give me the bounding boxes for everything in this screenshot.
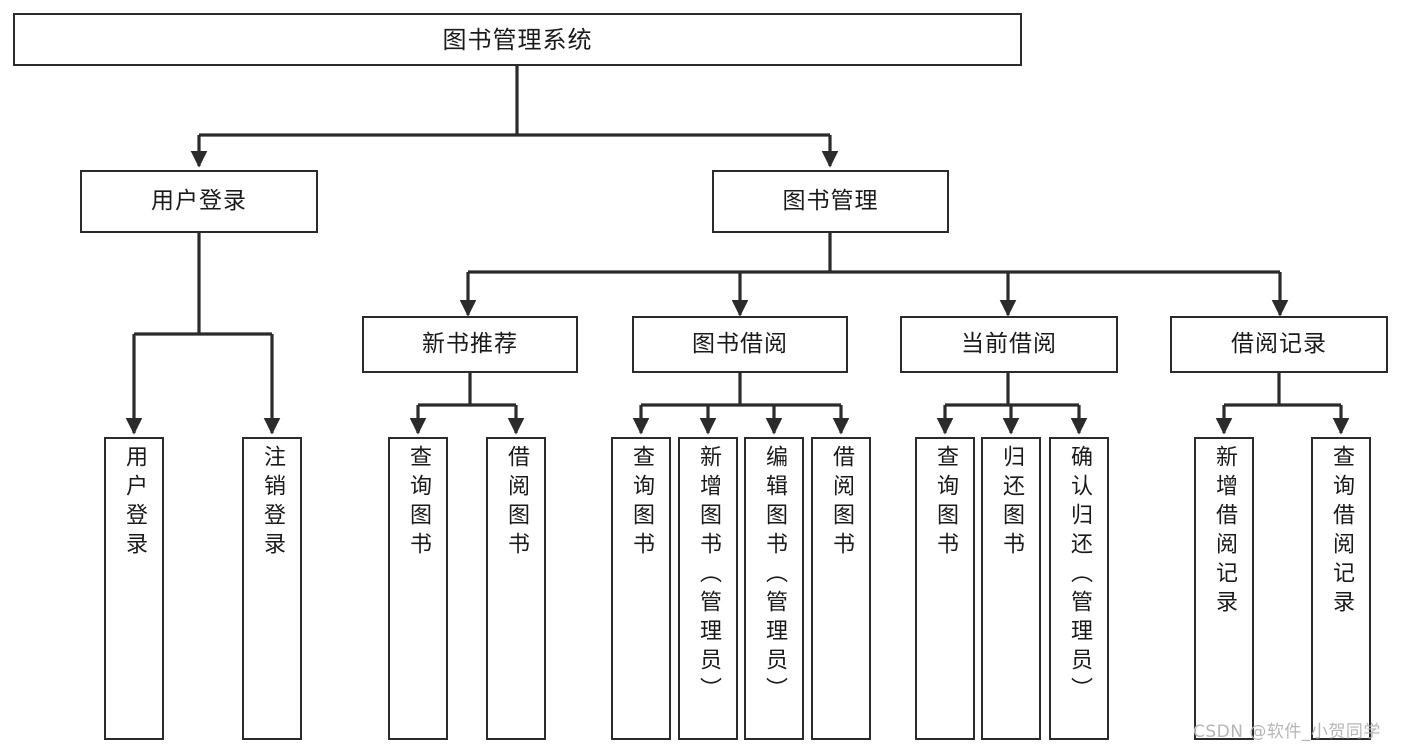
node-borrow-records[interactable]: 借阅记录	[1170, 316, 1388, 373]
node-label: 当前借阅	[961, 331, 1057, 357]
leaf-borrow-book[interactable]: 借阅图书	[811, 437, 871, 740]
node-label: 查询借阅记录	[1329, 445, 1354, 619]
leaf-query-borrow-record[interactable]: 查询借阅记录	[1311, 437, 1371, 740]
node-label: 编辑图书（管理员）	[762, 445, 787, 706]
node-label: 借阅图书	[829, 445, 854, 561]
node-label: 图书管理系统	[442, 25, 593, 54]
node-book-management[interactable]: 图书管理	[712, 170, 949, 233]
node-label: 借阅图书	[504, 445, 529, 561]
leaf-query-book-borrow[interactable]: 查询图书	[611, 437, 671, 740]
node-label: 注销登录	[260, 445, 285, 561]
leaf-logout[interactable]: 注销登录	[242, 437, 302, 740]
leaf-query-book-current[interactable]: 查询图书	[915, 437, 975, 740]
node-label: 新增图书（管理员）	[696, 445, 721, 706]
leaf-query-book-recommend[interactable]: 查询图书	[388, 437, 448, 740]
node-user-login[interactable]: 用户登录	[80, 170, 318, 233]
node-root-system[interactable]: 图书管理系统	[13, 13, 1022, 66]
leaf-confirm-return-admin[interactable]: 确认归还（管理员）	[1049, 437, 1109, 740]
node-label: 新书推荐	[422, 331, 518, 357]
leaf-add-borrow-record[interactable]: 新增借阅记录	[1194, 437, 1254, 740]
leaf-user-login[interactable]: 用户登录	[104, 437, 164, 740]
node-new-book-recommend[interactable]: 新书推荐	[362, 316, 578, 373]
node-label: 图书管理	[782, 188, 879, 214]
node-label: 归还图书	[999, 445, 1024, 561]
watermark-credit: CSDN @软件_小贺同学	[1193, 722, 1381, 742]
node-book-borrow[interactable]: 图书借阅	[632, 316, 848, 373]
node-label: 查询图书	[933, 445, 958, 561]
leaf-add-book-admin[interactable]: 新增图书（管理员）	[678, 437, 738, 740]
node-current-borrow[interactable]: 当前借阅	[900, 316, 1118, 373]
node-label: 新增借阅记录	[1212, 445, 1237, 619]
node-label: 用户登录	[151, 188, 247, 214]
node-label: 查询图书	[629, 445, 654, 561]
node-label: 查询图书	[406, 445, 431, 561]
leaf-edit-book-admin[interactable]: 编辑图书（管理员）	[744, 437, 804, 740]
leaf-borrow-book-recommend[interactable]: 借阅图书	[486, 437, 546, 740]
node-label: 借阅记录	[1231, 331, 1327, 357]
leaf-return-book[interactable]: 归还图书	[981, 437, 1041, 740]
node-label: 用户登录	[122, 445, 147, 561]
node-label: 确认归还（管理员）	[1067, 445, 1092, 706]
node-label: 图书借阅	[692, 331, 788, 357]
